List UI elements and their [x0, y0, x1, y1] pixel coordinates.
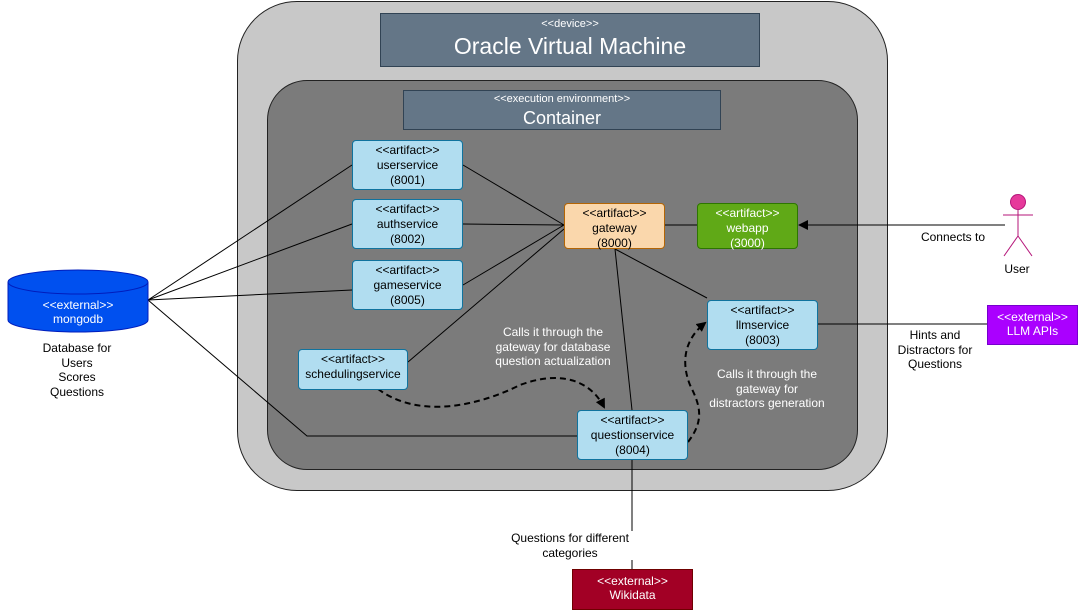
wikidata-external[interactable]: <<external>> Wikidata	[572, 569, 693, 610]
artifact-port: (8003)	[745, 333, 780, 347]
edge-scheduling-calls-questionservice	[377, 377, 605, 409]
caption-line: Users	[61, 355, 93, 370]
caption-line: Hints and	[909, 328, 961, 342]
artifact-port: (8002)	[390, 232, 425, 246]
mongodb-cylinder-icon	[7, 269, 149, 333]
mongodb-caption: Database for Users Scores Questions	[22, 341, 132, 399]
wikidata-edge-label: Questions for different categories	[497, 531, 643, 560]
authservice-artifact[interactable]: <<artifact>> authservice (8002)	[352, 199, 463, 249]
userservice-artifact[interactable]: <<artifact>> userservice (8001)	[352, 140, 463, 190]
artifact-name: gateway	[592, 221, 637, 235]
artifact-port: (8005)	[390, 293, 425, 307]
llm-apis-external[interactable]: <<external>> LLM APIs	[987, 305, 1078, 345]
caption-line: question actualization	[495, 354, 611, 368]
edge-gameservice-gateway	[462, 224, 565, 286]
artifact-stereotype: <<artifact>>	[375, 263, 440, 277]
artifact-name: userservice	[376, 158, 439, 172]
container-stereotype: <<execution environment>>	[493, 93, 631, 105]
llm-apis-edge-label: Hints and Distractors for Questions	[888, 328, 982, 372]
caption-line: gateway for database	[495, 339, 611, 354]
edge-authservice-gateway	[462, 223, 565, 226]
gameservice-artifact[interactable]: <<artifact>> gameservice (8005)	[352, 260, 463, 310]
caption-line: Questions	[907, 357, 963, 371]
caption-line: Questions for different	[511, 531, 629, 545]
vm-title: Oracle Virtual Machine	[453, 33, 687, 59]
artifact-stereotype: <<artifact>>	[715, 206, 780, 220]
artifact-stereotype: <<artifact>>	[375, 202, 440, 216]
mongodb-stereotype: <<external>>	[42, 298, 114, 312]
caption-line: distractors generation	[709, 396, 825, 410]
llmservice-artifact[interactable]: <<artifact>> llmservice (8003)	[707, 300, 818, 350]
webapp-artifact[interactable]: <<artifact>> webapp (3000)	[697, 203, 798, 250]
questionservice-artifact[interactable]: <<artifact>> questionservice (8004)	[577, 410, 688, 460]
caption-line: Questions	[49, 384, 105, 399]
artifact-name: llmservice	[735, 318, 790, 332]
artifact-name: webapp	[726, 221, 769, 235]
edge-gateway-questionservice	[614, 248, 633, 411]
caption-line: Calls it through the	[716, 367, 818, 381]
edge-questionservice-calls-llmservice	[684, 321, 707, 443]
mongodb-label: <<external>> mongodb	[8, 298, 148, 327]
caption-line: Connects to	[920, 230, 986, 244]
artifact-port: (3000)	[730, 236, 765, 250]
caption-line: categories	[542, 545, 598, 560]
container-title: Container	[522, 108, 602, 128]
edge-mongodb-gameservice	[147, 289, 353, 301]
edge-userservice-gateway	[462, 164, 565, 226]
mongodb-name: mongodb	[52, 312, 104, 326]
vm-header: <<device>> Oracle Virtual Machine	[380, 13, 760, 67]
caption-line: Database for	[42, 341, 112, 355]
edge-gateway-llmservice	[614, 248, 708, 299]
external-name: LLM APIs	[1006, 324, 1059, 338]
user-label: User	[997, 262, 1037, 277]
scheduling-calls-label: Calls it through the gateway for databas…	[468, 325, 638, 369]
artifact-port: (8000)	[597, 236, 632, 250]
actor-name: User	[1004, 262, 1030, 276]
user-actor-icon[interactable]	[1003, 194, 1033, 257]
caption-line: Distractors for	[897, 342, 973, 357]
artifact-stereotype: <<artifact>>	[730, 303, 795, 317]
questionservice-calls-label: Calls it through the gateway for distrac…	[700, 367, 834, 411]
artifact-stereotype: <<artifact>>	[320, 352, 386, 366]
artifact-name: authservice	[376, 217, 439, 231]
edge-schedulingservice-gateway	[407, 228, 565, 363]
gateway-artifact[interactable]: <<artifact>> gateway (8000)	[564, 203, 665, 250]
container-header: <<execution environment>> Container	[403, 90, 721, 130]
artifact-stereotype: <<artifact>>	[375, 143, 440, 157]
schedulingservice-artifact[interactable]: <<artifact>> schedulingservice	[298, 349, 408, 390]
edge-mongodb-questionservice	[147, 299, 577, 437]
edge-mongodb-userservice	[147, 164, 353, 301]
artifact-stereotype: <<artifact>>	[600, 413, 665, 427]
caption-line: gateway for	[735, 381, 799, 396]
caption-line: Calls it through the	[502, 325, 604, 339]
external-name: Wikidata	[609, 588, 656, 602]
edge-mongodb-authservice	[147, 223, 353, 301]
external-stereotype: <<external>>	[597, 574, 668, 588]
artifact-name: schedulingservice	[305, 367, 401, 381]
connects-to-label: Connects to	[913, 230, 993, 245]
artifact-port: (8004)	[615, 443, 650, 457]
artifact-port: (8001)	[390, 173, 425, 187]
artifact-stereotype: <<artifact>>	[582, 206, 647, 220]
external-stereotype: <<external>>	[997, 310, 1068, 324]
vm-stereotype: <<device>>	[541, 18, 599, 30]
artifact-name: gameservice	[373, 278, 442, 292]
artifact-name: questionservice	[590, 428, 675, 442]
caption-line: Scores	[58, 370, 96, 384]
